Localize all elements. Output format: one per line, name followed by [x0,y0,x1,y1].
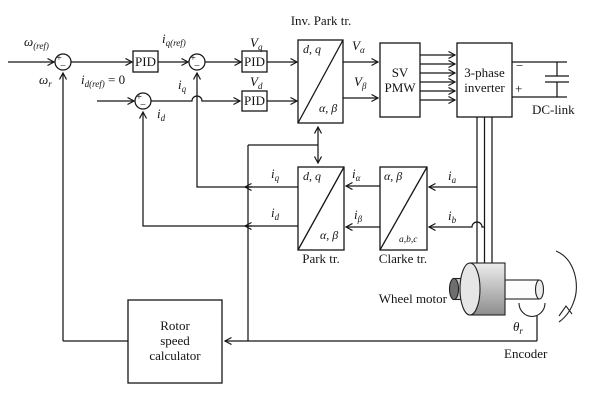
park-label: Park tr. [302,251,340,266]
label-v-beta: Vβ [354,74,367,91]
label-iq-loop: iq [178,77,187,94]
pid-id-box [241,90,268,112]
junction-layer [54,53,206,110]
inv-park-title: Inv. Park tr. [290,13,352,28]
rotation-arrowhead [558,305,573,317]
label-i-beta: iβ [354,207,363,224]
inv-park-diagonal [297,39,344,124]
clarke-corner-abc: a,b,c [399,235,418,245]
wheel-motor-label: Wheel motor [378,291,447,306]
wheel-motor-drawing [448,250,577,323]
inv-park-corner-ab: α, β [319,101,338,115]
dc-minus-sign: − [516,58,524,73]
j3-minus-sign: − [140,100,146,111]
label-vq: Vq [250,35,263,52]
dc-plus-sign: + [515,81,523,96]
pid-speed-box [132,50,159,73]
label-id-fb: id [271,205,280,222]
label-id-ref: id(ref) = 0 [81,72,126,89]
encoder-label: Encoder [504,346,548,361]
rotation-arc [555,250,577,323]
label-w-r: ωr [39,72,52,89]
rotor-speed-calc-label: Rotor speed calculator [149,318,201,363]
label-i-b: ib [448,208,457,225]
summing-junction-speed [54,53,72,71]
wire-layer [8,55,569,341]
clarke-label: Clarke tr. [378,251,428,266]
label-w-ref: ω(ref) [24,34,49,51]
pid-iq-label: PID [244,54,265,69]
wire-ib [429,221,485,227]
label-vd: Vd [250,74,263,91]
j1-plus-sign: + [56,53,62,64]
clarke-diagonal [379,166,428,251]
pid-id-label: PID [244,93,265,108]
park-corner-ab: α, β [320,228,339,242]
summing-junction-id [134,92,152,110]
motor-right-shaft [504,279,540,300]
j3-plus-sign: + [136,92,142,103]
label-id-loop: id [157,106,166,123]
label-iq-ref: iq(ref) [162,31,186,48]
j2-minus-sign: − [194,61,200,72]
dc-link-label: DC-link [532,102,575,117]
encoder-arc [518,302,546,318]
label-i-a: ia [448,168,457,185]
block-layer [127,39,513,384]
label-theta-r: θr [513,319,523,336]
pid-iq-box [241,50,268,73]
pid-speed-label: PID [135,54,156,69]
motor-body-face [459,262,481,316]
rotor-speed-calc-box [127,299,223,384]
park-diagonal [297,166,345,251]
summing-junction-iq [188,53,206,71]
j1-minus-sign: − [60,61,66,72]
label-v-alpha: Vα [352,38,365,55]
inv-park-corner-dq: d, q [303,42,321,56]
label-iq-fb: iq [271,166,280,183]
wire-j3-pid3 [151,95,240,101]
motor-left-shaft-cap [448,277,460,301]
motor-right-shaft-cap [534,279,545,300]
label-i-alpha: iα [352,166,361,183]
wire-iq-feedback [197,73,298,188]
inverter-box [456,42,513,118]
j2-plus-sign: + [190,53,196,64]
sv-pwm-box [379,42,421,118]
park-corner-dq: d, q [303,169,321,183]
clarke-corner-ab: α, β [384,169,403,183]
